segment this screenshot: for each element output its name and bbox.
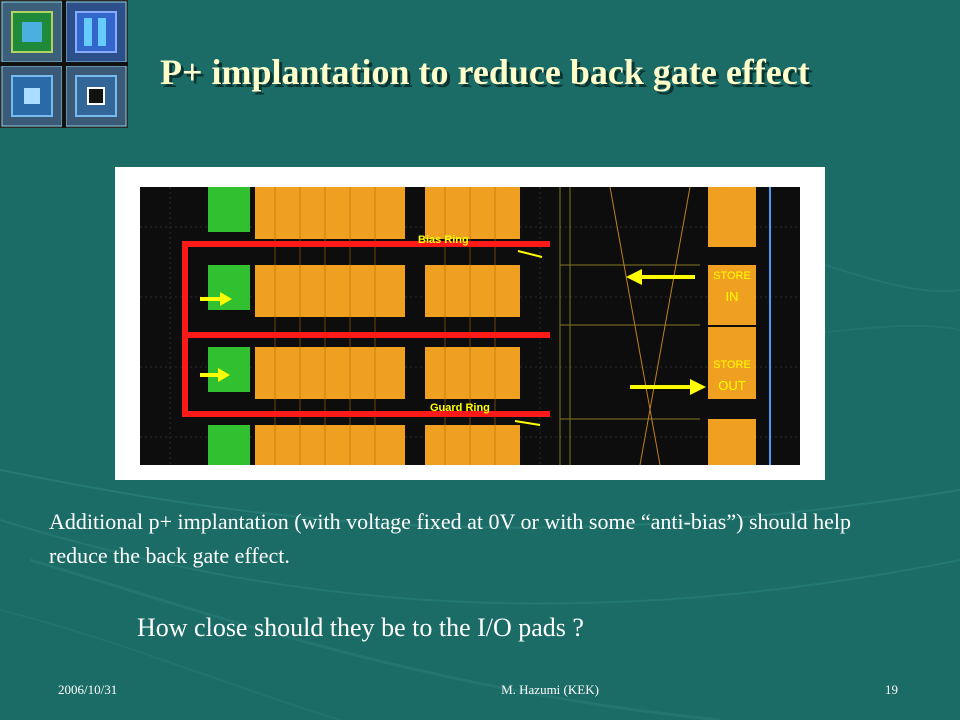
store-out-label-line2: OUT bbox=[718, 378, 746, 393]
bias-ring-label: Bias Ring bbox=[418, 234, 469, 246]
guard-ring-label: Guard Ring bbox=[430, 402, 490, 414]
slide-title: P+ implantation to reduce back gate effe… bbox=[160, 52, 810, 92]
store-in-label-line1: STORE bbox=[713, 270, 751, 282]
layout-figure-frame: STORE IN STORE OUT Bias Ring Guard Ring bbox=[115, 167, 825, 480]
diagonal-traces bbox=[609, 187, 691, 465]
store-out-label-line1: STORE bbox=[713, 359, 751, 371]
signal-arrows bbox=[200, 250, 706, 426]
store-in-label-line2: IN bbox=[726, 289, 739, 304]
body-paragraph: Additional p+ implantation (with voltage… bbox=[49, 509, 852, 568]
p-implant-annotation bbox=[182, 241, 550, 417]
question-text: How close should they be to the I/O pads… bbox=[137, 613, 584, 642]
metal-blocks bbox=[255, 187, 756, 465]
metal-stripes bbox=[274, 187, 496, 465]
routing-bands bbox=[559, 187, 700, 465]
chip-layout-figure: STORE IN STORE OUT Bias Ring Guard Ring bbox=[140, 187, 800, 465]
diffusion-blocks bbox=[208, 187, 250, 465]
store-out-pad bbox=[708, 327, 756, 399]
footer-date: 2006/10/31 bbox=[58, 682, 118, 697]
slide-number: 19 bbox=[885, 682, 898, 697]
chip-layout-logo bbox=[0, 0, 128, 128]
footer-author: M. Hazumi (KEK) bbox=[501, 682, 599, 697]
